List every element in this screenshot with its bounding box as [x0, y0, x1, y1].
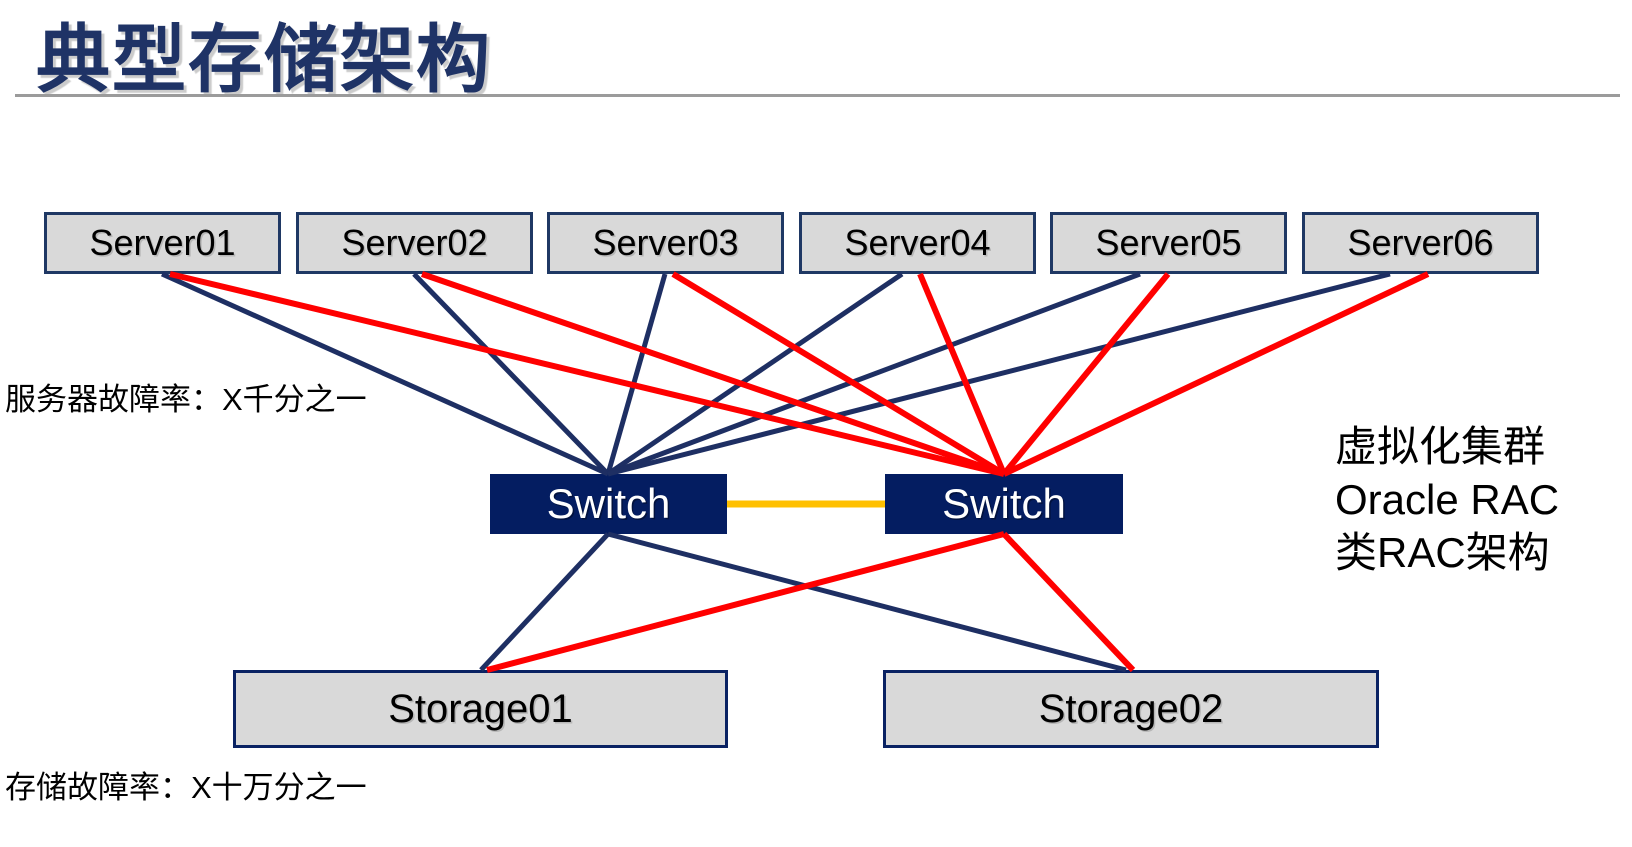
title-divider	[15, 94, 1620, 97]
server-node-06: Server06	[1302, 212, 1539, 274]
left-switch-to-storage-links	[479, 531, 1127, 673]
note-line-2: Oracle RAC	[1335, 476, 1560, 523]
switch-label: Switch	[546, 480, 671, 527]
storage-node-02: Storage02	[883, 670, 1379, 748]
note-line-1: 虚拟化集群	[1335, 423, 1546, 470]
storage-node-01: Storage01	[233, 670, 728, 748]
cluster-type-note: 虚拟化集群 Oracle RAC 类RAC架构	[1335, 420, 1559, 579]
server-label: Server05	[1095, 222, 1242, 263]
server-node-02: Server02	[296, 212, 533, 274]
server-label: Server01	[89, 222, 236, 263]
storage-label: Storage01	[388, 686, 573, 731]
switch-node-left: Switch	[490, 474, 727, 534]
server-label: Server04	[844, 222, 991, 263]
switch-node-right: Switch	[885, 474, 1123, 534]
switch-label: Switch	[942, 480, 1066, 527]
storage-failure-rate-note: 存储故障率：X十万分之一	[5, 770, 367, 805]
storage-label: Storage02	[1038, 686, 1224, 731]
server-node-01: Server01	[44, 212, 281, 274]
server-label: Server03	[592, 222, 739, 263]
server-node-03: Server03	[547, 212, 784, 274]
server-node-04: Server04	[799, 212, 1036, 274]
server-failure-rate-note: 服务器故障率：X千分之一	[5, 382, 367, 417]
note-line-3: 类RAC架构	[1335, 529, 1550, 576]
page-title: 典型存储架构	[36, 18, 492, 101]
right-switch-to-storage-links	[486, 531, 1136, 673]
server-label: Server02	[341, 222, 488, 263]
server-node-05: Server05	[1050, 212, 1287, 274]
server-label: Server06	[1347, 222, 1494, 263]
